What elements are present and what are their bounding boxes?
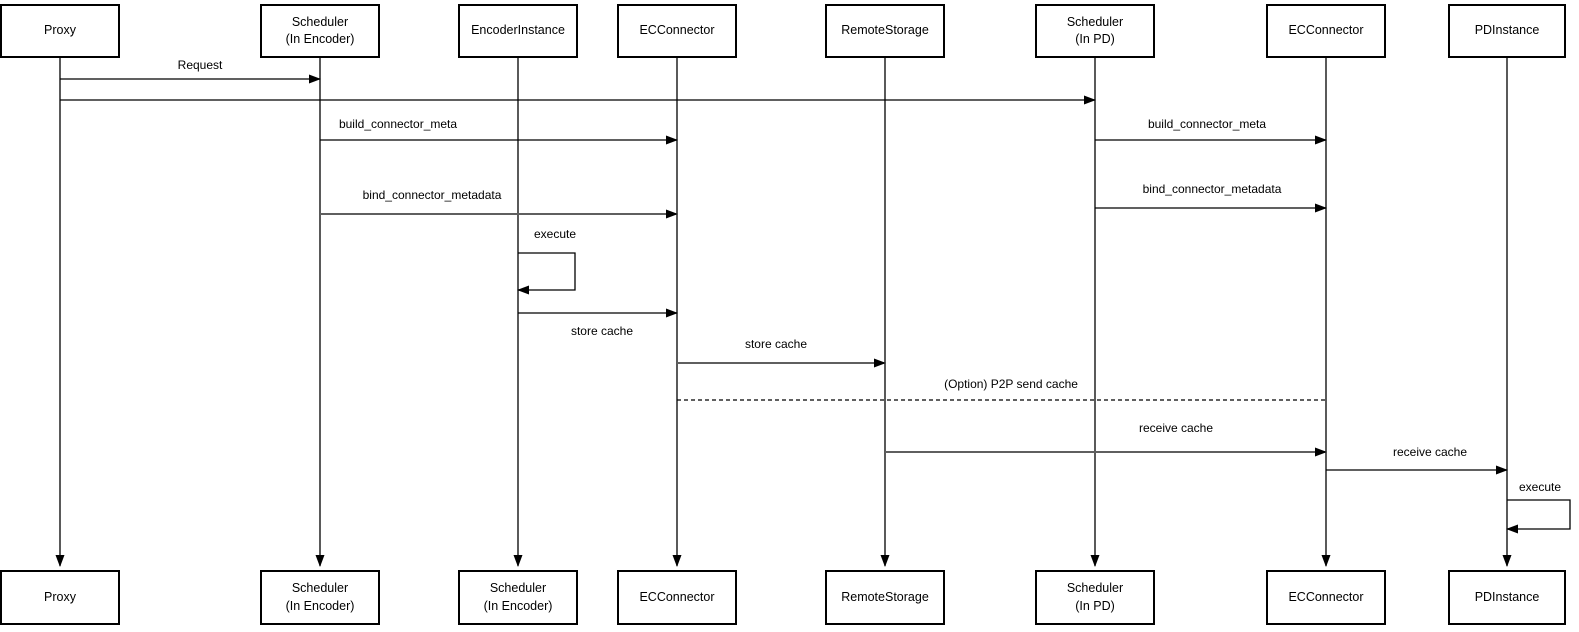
message-label-build-connector-meta-3: build_connector_meta	[1147, 117, 1267, 131]
actor-box-ec-connector-pd-bottom: ECConnector	[1266, 570, 1386, 625]
actor-box-scheduler-in-encoder-top: Scheduler (In Encoder)	[260, 4, 380, 58]
actor-box-scheduler-in-pd-bottom: Scheduler (In PD)	[1035, 570, 1155, 625]
messages-group	[60, 74, 1571, 534]
message-label-bind-connector-metadata-5: bind_connector_metadata	[1142, 182, 1282, 196]
actor-box-remote-storage-top: RemoteStorage	[825, 4, 945, 58]
self-loop-execute-0	[517, 252, 576, 295]
actor-box-scheduler-in-pd-top: Scheduler (In PD)	[1035, 4, 1155, 58]
message-label-receive-cache-10: receive cache	[1392, 445, 1468, 459]
actor-box-ec-connector-encoder-bottom: ECConnector	[617, 570, 737, 625]
actor-box-pd-instance-top: PDInstance	[1448, 4, 1566, 58]
message-label-receive-cache-9: receive cache	[1138, 421, 1214, 435]
message-label-bind-connector-metadata-4: bind_connector_metadata	[362, 188, 502, 202]
lifelines-group	[55, 58, 1512, 567]
message-label-store-cache-6: store cache	[570, 324, 634, 338]
self-loop-execute-1	[1506, 499, 1571, 534]
actor-box-encoder-instance-top: EncoderInstance	[458, 4, 578, 58]
actor-box-ec-connector-encoder-top: ECConnector	[617, 4, 737, 58]
message-label-request-0: Request	[177, 58, 223, 72]
actor-box-pd-instance-bottom: PDInstance	[1448, 570, 1566, 625]
actor-box-remote-storage-bottom: RemoteStorage	[825, 570, 945, 625]
actor-box-scheduler-in-encoder-bottom: Scheduler (In Encoder)	[260, 570, 380, 625]
actor-box-proxy-bottom: Proxy	[0, 570, 120, 625]
message-label-option-p2p-send-cache-8: (Option) P2P send cache	[944, 377, 1078, 391]
message-label-build-connector-meta-2: build_connector_meta	[338, 117, 458, 131]
actor-box-encoder-instance-bottom: Scheduler (In Encoder)	[458, 570, 578, 625]
message-label-store-cache-7: store cache	[744, 337, 808, 351]
self-loop-label-execute-1: execute	[1518, 480, 1562, 494]
actor-box-proxy-top: Proxy	[0, 4, 120, 58]
actor-box-ec-connector-pd-top: ECConnector	[1266, 4, 1386, 58]
self-loop-label-execute-0: execute	[533, 227, 577, 241]
